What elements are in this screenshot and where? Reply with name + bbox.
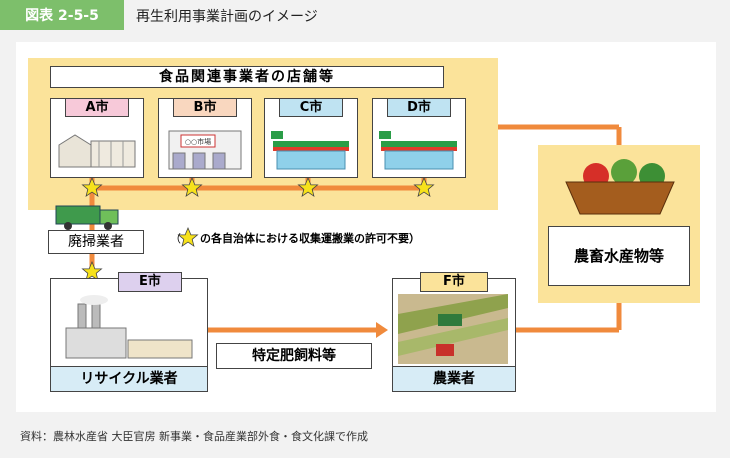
market-building-icon: ○○市場 <box>168 130 242 170</box>
figure-title: 再生利用事業計画のイメージ <box>136 9 318 25</box>
city-label-e: E市 <box>118 272 182 292</box>
convenience-store-icon <box>271 131 349 170</box>
star-icon <box>82 177 102 197</box>
market-sign: ○○市場 <box>185 137 211 146</box>
factory-building-icon <box>58 134 136 168</box>
star-icon <box>182 177 202 197</box>
shop-card-c: C市 <box>264 98 358 178</box>
recycler-label: リサイクル業者 <box>50 366 208 392</box>
farmer-label: 農業者 <box>392 366 516 392</box>
city-label-b: B市 <box>173 98 237 117</box>
figure-number-badge: 図表 2-5-5 <box>0 0 124 30</box>
star-icon <box>298 177 318 197</box>
city-label-c: C市 <box>279 98 343 117</box>
recycling-plant-icon <box>65 295 193 359</box>
city-label-a: A市 <box>65 98 129 117</box>
waste-hauler-label: 廃掃業者 <box>48 230 144 254</box>
farm-field-icon <box>398 294 508 364</box>
shops-title: 食品関連事業者の店舗等 <box>50 66 444 88</box>
star-icon <box>414 177 434 197</box>
fertilizer-feed-label: 特定肥飼料等 <box>216 343 372 369</box>
shop-card-d: D市 <box>372 98 466 178</box>
source-note: 資料：農林水産省 大臣官房 新事業・食品産業部外食・食文化課で作成 <box>20 430 368 443</box>
convenience-store-icon <box>379 131 457 170</box>
shop-card-b: B市 ○○市場 <box>158 98 252 178</box>
permit-note: の各自治体における収集運搬業の許可不要） <box>200 232 420 245</box>
city-label-d: D市 <box>387 98 451 117</box>
produce-basket-icon <box>565 159 675 215</box>
shop-card-a: A市 <box>50 98 144 178</box>
note-prefix: （ <box>170 232 181 245</box>
star-icon <box>178 227 198 247</box>
city-label-f: F市 <box>420 272 488 292</box>
garbage-truck-icon <box>55 205 119 230</box>
produce-label: 農畜水産物等 <box>548 226 690 286</box>
